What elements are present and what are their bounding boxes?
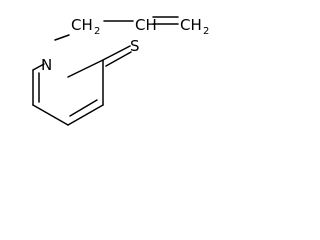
bond-n-c2 [67,59,104,78]
bond-c3-c4 [67,104,104,126]
sulfur-atom-label: S [130,37,140,55]
molecule-diagram: N S CH 2 CH CH 2 [32,16,209,126]
terminal-ch2-subscript: 2 [203,26,209,37]
ch-label: CH [135,16,157,34]
terminal-ch2-label: CH [180,16,202,34]
bond-n-ch2 [54,34,70,41]
structure-canvas: N S CH 2 CH CH 2 [0,0,221,163]
bond-c4-c5 [32,104,69,126]
ch2-subscript: 2 [94,26,100,37]
ch2-label: CH [71,16,93,34]
bond-c2-s [102,45,131,61]
bond-c3-c4-inner [69,99,98,117]
bond-c2-s-inner [105,51,132,67]
nitrogen-atom-label: N [41,56,52,74]
bond-c6-n [32,63,45,71]
